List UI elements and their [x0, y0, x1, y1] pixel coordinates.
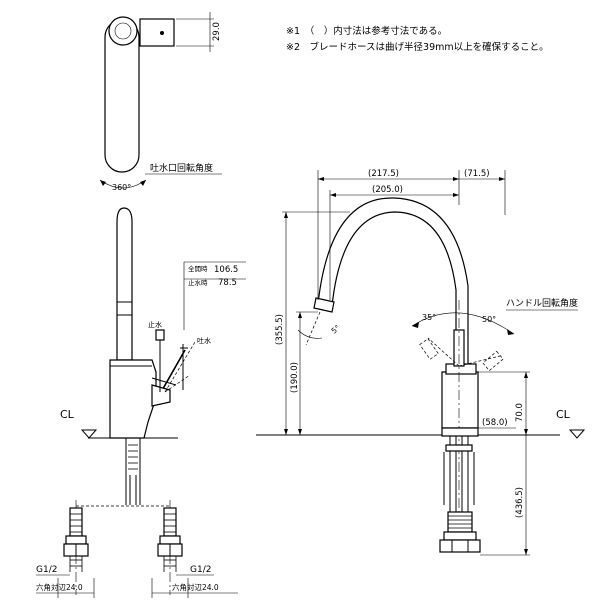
hex-left: 六角対辺24.0	[36, 582, 83, 592]
thread-right: G1/2	[190, 565, 211, 575]
angle-360: 360°	[112, 183, 131, 192]
dim-58: (58.0)	[482, 418, 508, 428]
dim-217: (217.5)	[368, 169, 399, 179]
angle-35: 35°	[422, 313, 436, 322]
open-label: 全開時	[188, 264, 208, 273]
front-view: 35° 50° 5° ハンドル回転角度	[256, 197, 578, 553]
cl-left-marker	[80, 429, 98, 439]
top-view: 29.0 360° 吐水口回転角度	[99, 12, 222, 192]
cl-right-label: CL	[556, 408, 571, 421]
side-view: 止水 吐水 全開時 106.5 止水時 78.5	[88, 207, 246, 505]
angle-5: 5°	[330, 323, 343, 336]
stop-label: 止水時	[188, 278, 208, 287]
cl-right-marker	[568, 429, 586, 439]
open-value: 106.5	[214, 265, 238, 275]
angle-50: 50°	[482, 315, 496, 324]
dim-71: (71.5)	[464, 169, 490, 179]
handle-rotation-label: ハンドル回転角度	[506, 297, 578, 309]
dim-355: (355.5)	[275, 314, 285, 345]
note-1: ※1 （ ）内寸法は参考寸法である。	[286, 25, 447, 37]
connector-right	[157, 500, 183, 595]
dim-70: 70.0	[515, 403, 525, 422]
dim-29: 29.0	[212, 22, 222, 41]
spout-rotation-label: 吐水口回転角度	[150, 162, 213, 174]
dim-205: (205.0)	[372, 185, 403, 195]
discharge-label: 吐水	[197, 336, 211, 345]
cl-left-label: CL	[60, 408, 75, 421]
stop-value: 78.5	[218, 278, 237, 288]
note-2: ※2 ブレードホースは曲げ半径39mm以上を確保すること。	[286, 41, 549, 53]
dim-190: (190.0)	[290, 362, 300, 393]
connector-left	[63, 500, 89, 595]
hex-right: 六角対辺24.0	[172, 582, 219, 592]
front-dimensions: (217.5) (71.5) (205.0) (355.5) (190.0) 7…	[275, 169, 530, 556]
thread-left: G1/2	[36, 565, 57, 575]
dim-436: (436.5)	[515, 487, 525, 518]
stop-water-label: 止水	[148, 320, 162, 329]
